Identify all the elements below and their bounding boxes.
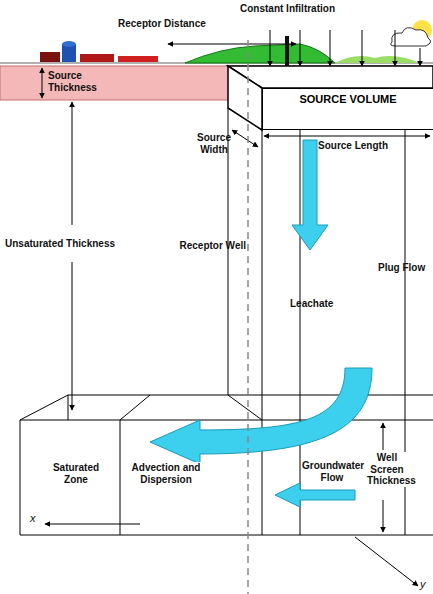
axis-label: x xyxy=(30,512,36,525)
source-volume-box: SOURCE VOLUME xyxy=(262,88,433,130)
dimension-label: Unsaturated Thickness xyxy=(4,238,116,250)
dimension-label: Source Width xyxy=(196,132,232,155)
zone-label: Saturated Zone xyxy=(46,462,106,485)
process-label: Groundwater Flow xyxy=(302,460,362,483)
process-label: Advection and Dispersion xyxy=(128,462,204,485)
well-label: Receptor Well xyxy=(172,240,246,252)
dimension-label: Source Length xyxy=(318,140,388,152)
process-label: Leachate xyxy=(290,298,333,310)
dimension-label: Source Thickness xyxy=(48,70,108,93)
process-label: Constant Infiltration xyxy=(240,3,335,15)
process-label: Plug Flow xyxy=(378,262,425,274)
dimension-label: Well Screen Thickness xyxy=(366,452,408,487)
axis-label: y xyxy=(420,578,426,591)
box-title: SOURCE VOLUME xyxy=(299,93,396,105)
dimension-label: Receptor Distance xyxy=(118,18,206,30)
